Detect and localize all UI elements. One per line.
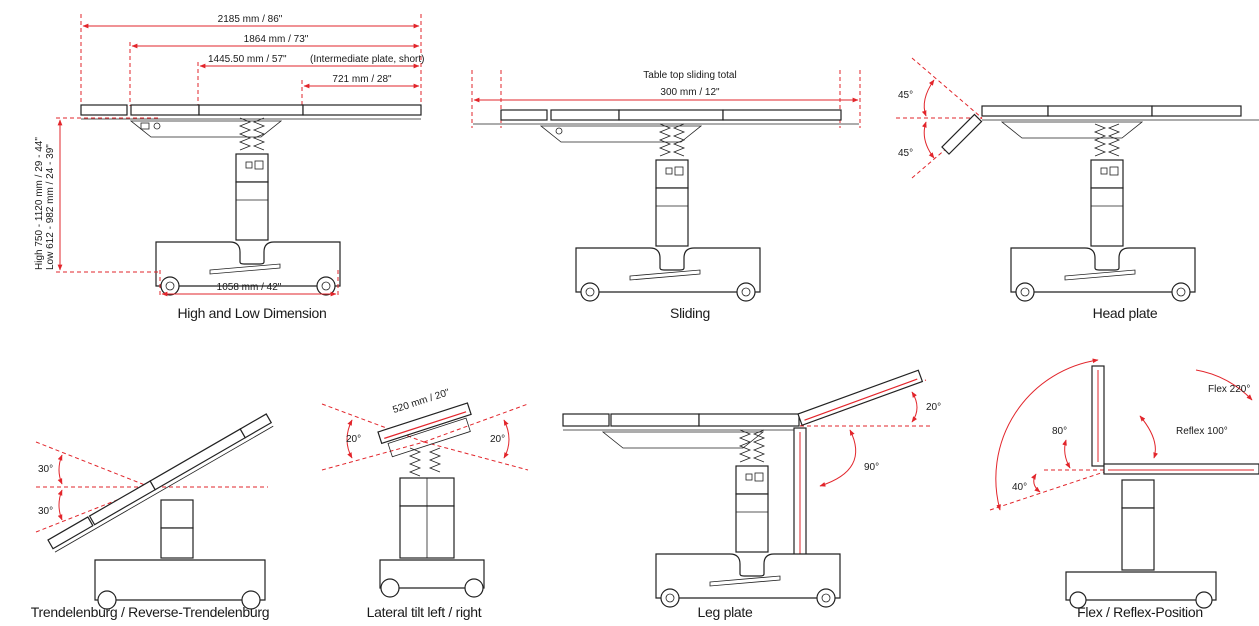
flex-angle-80: 80° [1052, 426, 1067, 437]
caption-flex: Flex / Reflex-Position [1077, 604, 1203, 620]
leg-angle-down: 90° [864, 462, 879, 473]
dim-intermediate-note: (Intermediate plate, short) [310, 54, 425, 65]
head-angle-down: 45° [898, 148, 913, 159]
dim-total-length: 2185 mm / 86" [218, 14, 283, 25]
flex-label: Flex 220° [1208, 384, 1250, 395]
panel-flex: Flex 220° Reflex 100° 80° 40° Flex / Ref… [989, 358, 1259, 620]
caption-sliding: Sliding [670, 305, 710, 321]
height-low: Low 612 - 982 mm / 24 - 39" [45, 144, 56, 270]
panel-trendelenburg: 30° 30° Trendelenburg / Reverse-Trendele… [31, 413, 274, 620]
dim-base-width: 1058 mm / 42" [217, 282, 282, 293]
sliding-label-1: Table top sliding total [643, 70, 736, 81]
trend-angle-down: 30° [38, 506, 53, 517]
trend-angle-up: 30° [38, 464, 53, 475]
dim-1864: 1864 mm / 73" [244, 34, 309, 45]
caption-head-plate: Head plate [1093, 305, 1158, 321]
panel-head-plate: 45° 45° Head plate [896, 57, 1259, 321]
head-angle-up: 45° [898, 90, 913, 101]
leg-angle-up: 20° [926, 402, 941, 413]
reflex-label: Reflex 100° [1176, 426, 1228, 437]
dim-1445: 1445.50 mm / 57" [208, 54, 287, 65]
lateral-angle-right: 20° [490, 434, 505, 445]
panel-leg-plate: 20° 90° Leg plate [562, 369, 941, 620]
sliding-label-2: 300 mm / 12" [660, 87, 720, 98]
panel-sliding: Table top sliding total 300 mm / 12" Sli… [471, 70, 861, 321]
height-high: High 750 - 1120 mm / 29 - 44" [34, 137, 45, 270]
caption-leg-plate: Leg plate [698, 604, 753, 620]
dim-721: 721 mm / 28" [332, 74, 392, 85]
flex-angle-40: 40° [1012, 482, 1027, 493]
panel-lateral: 20° 20° 520 mm / 20" Lateral tilt left /… [321, 387, 529, 620]
panel-high-low: 2185 mm / 86" 1864 mm / 73" 1445.50 mm /… [34, 14, 425, 321]
lateral-angle-left: 20° [346, 434, 361, 445]
caption-lateral: Lateral tilt left / right [367, 604, 482, 620]
caption-trendelenburg: Trendelenburg / Reverse-Trendelenburg [31, 604, 269, 620]
caption-high-low: High and Low Dimension [177, 305, 326, 321]
